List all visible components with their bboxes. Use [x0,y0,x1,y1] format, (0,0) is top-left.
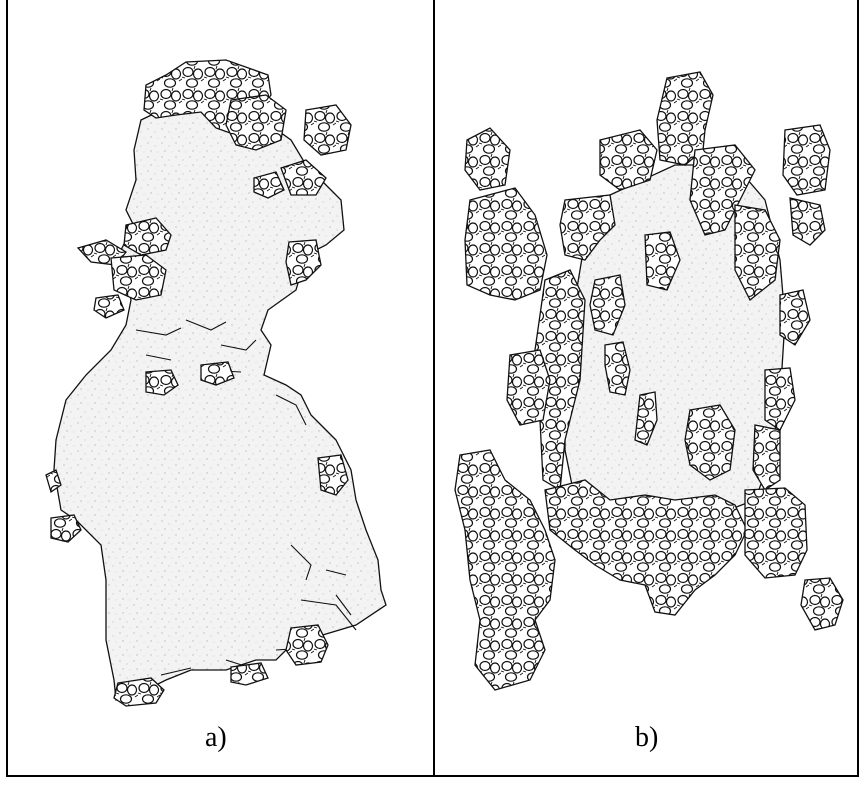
aggregate-cluster [506,349,551,426]
aggregate-cluster [113,677,165,707]
aggregate-cluster [464,187,548,301]
panel-a-label: a) [205,722,227,753]
aggregate-cluster [285,624,329,666]
aggregate-cluster [123,217,172,256]
aggregate-cluster [454,449,556,691]
aggregate-cluster [50,514,82,543]
aggregate-cluster [45,469,62,494]
aggregate-cluster [689,144,756,236]
panel-a-drawing [45,59,387,707]
aggregate-cluster [464,127,511,191]
aggregate-cluster [634,391,658,446]
aggregate-cluster [744,487,808,579]
aggregate-cluster [317,454,349,496]
aggregate-cluster [145,369,179,396]
panel-a: a) [6,0,433,777]
aggregate-cluster [589,274,626,336]
aggregate-cluster [303,104,352,156]
aggregate-cluster [225,94,287,151]
aggregate-cluster [93,294,125,319]
binder-region-a [53,104,387,701]
aggregate-cluster [230,662,269,686]
aggregate-cluster [779,289,811,346]
aggregate-cluster [253,171,285,199]
aggregate-cluster [604,341,631,396]
aggregate-cluster [110,254,167,301]
aggregate-cluster [764,367,796,431]
aggregate-cluster [285,239,322,286]
aggregate-cluster [789,197,826,246]
aggregate-cluster [544,479,748,616]
aggregate-cluster [782,124,831,196]
aggregate-cluster [559,194,616,261]
panel-divider [433,0,435,777]
panel-b-drawing [454,71,844,691]
aggregate-cluster [734,204,781,302]
aggregate-cluster [644,231,681,291]
aggregate-cluster [280,159,327,196]
aggregate-cluster [599,129,658,191]
aggregate-cluster [800,577,844,631]
aggregate-cluster [752,424,781,491]
aggregate-cluster [200,361,235,386]
panel-b: b) [435,0,859,777]
aggregate-cluster [684,404,736,481]
figure-frame [6,0,859,777]
panel-b-label: b) [635,722,659,753]
